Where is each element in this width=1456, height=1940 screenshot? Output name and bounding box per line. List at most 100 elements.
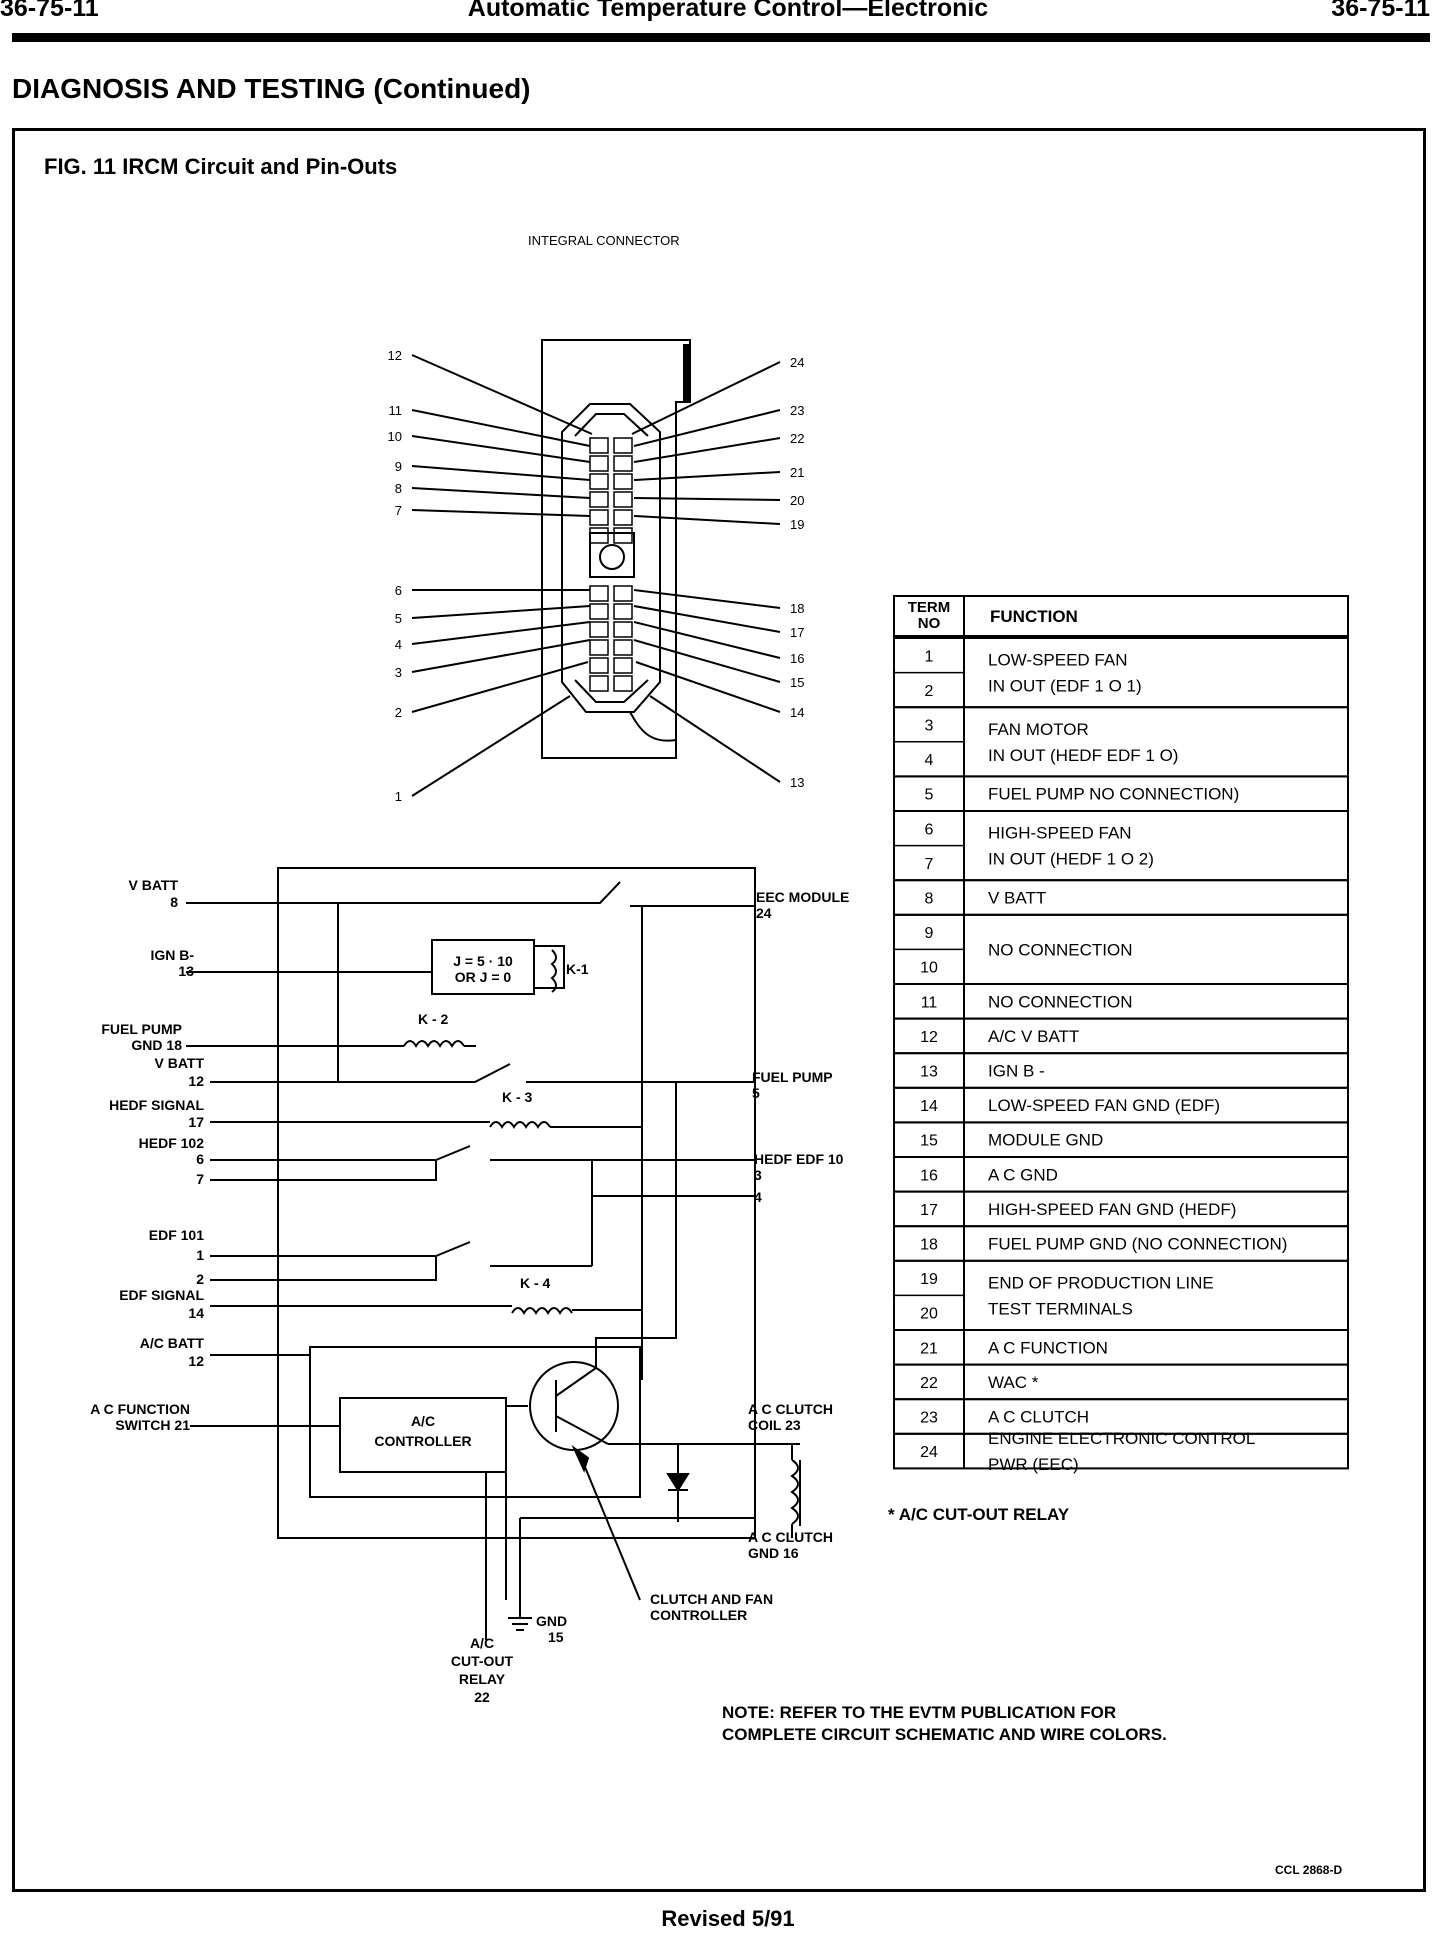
table-footnote: * A/C CUT-OUT RELAY — [888, 1505, 1070, 1524]
pin-leader-right — [633, 589, 781, 609]
term-number: 16 — [920, 1167, 938, 1184]
pin-number-left: 10 — [388, 429, 402, 444]
controller-line-1: A/C — [411, 1413, 435, 1429]
section-number-left: 36-75-11 — [0, 0, 99, 22]
label-ign-b: IGN B- — [150, 947, 194, 963]
label-pin-5: 5 — [752, 1085, 760, 1101]
term-function: A C FUNCTION — [988, 1338, 1108, 1357]
note-line-2: COMPLETE CIRCUIT SCHEMATIC AND WIRE COLO… — [722, 1725, 1167, 1744]
pin-leader-right — [633, 409, 781, 447]
label-pin-3: 3 — [754, 1167, 762, 1183]
term-number: 20 — [920, 1306, 938, 1323]
pin-leader-right — [633, 437, 781, 463]
connector-cavity — [613, 509, 633, 526]
connector-cavity — [613, 657, 633, 674]
term-number: 11 — [921, 994, 938, 1011]
term-function: HIGH-SPEED FAN — [988, 824, 1132, 843]
pin-leader-right — [633, 605, 781, 633]
term-function: LOW-SPEED FAN GND (EDF) — [988, 1096, 1220, 1115]
table-group — [893, 1329, 1349, 1366]
pin-leader-right — [633, 515, 781, 525]
figure-code: CCL 2868-D — [1275, 1863, 1342, 1877]
pin-number-left: 4 — [395, 637, 402, 652]
table-header-row — [893, 595, 1349, 637]
term-number: 6 — [925, 821, 934, 838]
term-number: 4 — [925, 752, 934, 769]
term-number: 1 — [925, 648, 934, 665]
term-number: 14 — [920, 1098, 938, 1115]
label-hedf-signal: HEDF SIGNAL — [109, 1097, 204, 1113]
table-header-term: NO — [918, 615, 941, 632]
label-v-batt: V BATT — [128, 877, 178, 893]
label-gnd: GND — [536, 1613, 567, 1629]
label-gnd-16: GND 16 — [748, 1545, 799, 1561]
pin-leader-left — [411, 639, 591, 673]
term-function: IN OUT (EDF 1 O 1) — [988, 677, 1142, 696]
label-k4: K - 4 — [520, 1275, 551, 1291]
connector-cavity — [613, 585, 633, 602]
label-hedf-edf-10: HEDF EDF 10 — [754, 1151, 844, 1167]
logic-line-2: OR J = 0 — [455, 969, 512, 985]
section-heading: DIAGNOSIS AND TESTING (Continued) — [12, 73, 531, 104]
term-function: IGN B - — [988, 1062, 1045, 1081]
term-function: ENGINE ELECTRONIC CONTROL — [988, 1429, 1255, 1448]
label-switch-21: SWITCH 21 — [115, 1417, 190, 1433]
pin-number-right: 13 — [790, 775, 804, 790]
figure-frame — [12, 128, 1426, 1892]
term-function: IN OUT (HEDF EDF 1 O) — [988, 746, 1178, 765]
label-fuel-pump: FUEL PUMP — [101, 1021, 182, 1037]
pin-leader-left — [411, 354, 593, 435]
connector-cavity — [613, 603, 633, 620]
label-eec-module: EEC MODULE — [756, 889, 849, 905]
connector-cavity — [613, 527, 633, 544]
label-ac-batt: A/C BATT — [140, 1335, 205, 1351]
label-pin-17: 17 — [188, 1114, 204, 1130]
pin-number-right: 24 — [790, 355, 804, 370]
term-function: END OF PRODUCTION LINE — [988, 1273, 1214, 1292]
pin-number-right: 15 — [790, 675, 804, 690]
label-ac: A/C — [470, 1635, 494, 1651]
pin-leader-right — [633, 621, 781, 659]
pin-number-left: 12 — [388, 348, 402, 363]
pin-leader-left — [411, 695, 571, 797]
label-pin-14: 14 — [188, 1305, 204, 1321]
logic-line-1: J = 5 · 10 — [453, 953, 513, 969]
table-group — [893, 1363, 1349, 1401]
pin-number-right: 19 — [790, 517, 804, 532]
label-pin-4: 4 — [754, 1189, 762, 1205]
label-pin-12b: 12 — [188, 1353, 204, 1369]
connector-cells — [589, 437, 633, 692]
label-k3: K - 3 — [502, 1089, 533, 1105]
label-pin-7: 7 — [196, 1171, 204, 1187]
section-number-right: 36-75-11 — [1331, 0, 1430, 22]
term-number: 18 — [920, 1237, 938, 1254]
term-number: 21 — [920, 1340, 938, 1357]
pin-number-left: 8 — [395, 481, 402, 496]
pin-number-right: 17 — [790, 625, 804, 640]
term-number: 19 — [920, 1271, 938, 1288]
table-group — [893, 1432, 1349, 1470]
connector-cavity — [589, 675, 609, 692]
header-rule — [12, 33, 1430, 42]
pin-number-right: 23 — [790, 403, 804, 418]
pin-number-right: 18 — [790, 601, 804, 616]
integral-connector — [541, 339, 691, 759]
pin-leader-right — [633, 471, 781, 481]
table-group — [893, 1121, 1349, 1159]
term-function: PWR (EEC) — [988, 1455, 1079, 1474]
table-group — [893, 1052, 1349, 1089]
pin-leader-left — [411, 621, 591, 645]
connector-label: INTEGRAL CONNECTOR — [528, 233, 680, 248]
pin-number-right: 16 — [790, 651, 804, 666]
pin-leader-right — [633, 639, 781, 683]
connector-cavity — [613, 455, 633, 472]
figure-caption: FIG. 11 IRCM Circuit and Pin-Outs — [44, 154, 397, 179]
page-footer: Revised 5/91 — [661, 1906, 795, 1931]
pin-leader-left — [411, 435, 591, 463]
label-edf-101: EDF 101 — [149, 1227, 204, 1243]
connector-cavity — [613, 639, 633, 656]
term-function: FUEL PUMP NO CONNECTION) — [988, 785, 1239, 804]
term-number: 9 — [925, 925, 934, 942]
